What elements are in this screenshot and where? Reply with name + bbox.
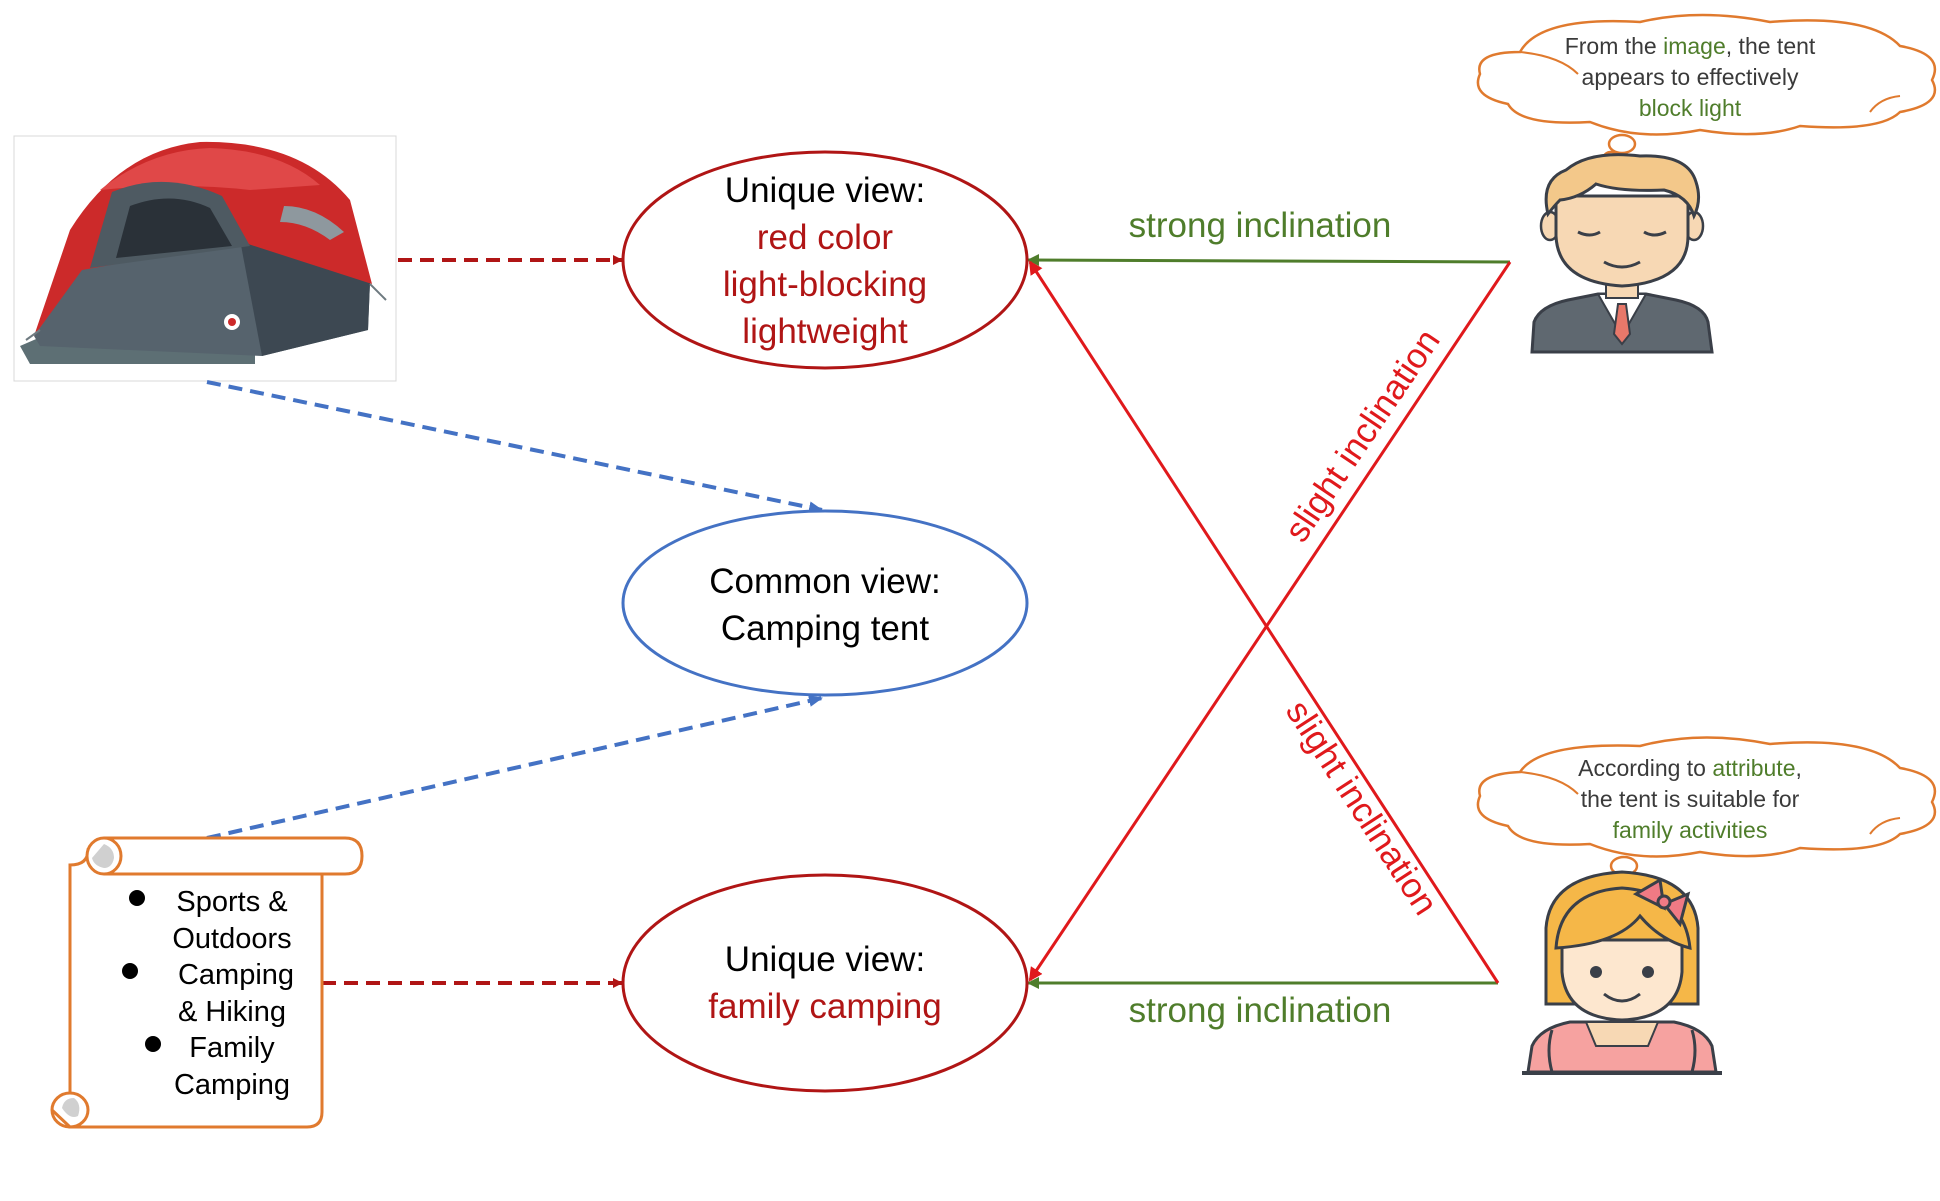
scroll-icon [50,836,364,1129]
attr-item1-b: Outdoors [172,923,291,955]
attribute-to-common-arrow [206,695,823,840]
common-line1: Common view: [709,562,940,601]
bottom-strong-label: strong inclination [1129,991,1392,1030]
common-view-node: Common view: Camping tent [621,509,1029,697]
bullet-2 [122,963,138,979]
attr-item3-a: Family [189,1032,275,1064]
man-thought-cloud: From the image, the tent appears to effe… [1476,13,1937,164]
man-thought-line3: block light [1639,95,1742,121]
unique-bottom-line1: Unique view: [725,940,925,979]
man-thought-line2: appears to effectively [1582,64,1799,90]
slight-up-label: slight inclination [1277,322,1448,549]
man-slight-inclination-arrow [1028,261,1512,982]
unique-top-line3: light-blocking [723,265,927,304]
unique-top-line2: red color [757,218,894,257]
unique-top-line1: Unique view: [725,171,925,210]
unique-view-bottom-node: Unique view: family camping [621,873,1029,1093]
unique-view-top-node: Unique view: red color light-blocking li… [621,150,1029,370]
woman-thought-line3: family activities [1613,817,1768,843]
bullet-3 [145,1036,161,1052]
woman-slight-inclination-arrow [1028,260,1500,984]
woman-thought-line1: According to attribute, [1578,755,1802,781]
woman-thought-cloud: According to attribute, the tent is suit… [1476,736,1937,886]
woman-avatar-icon [1522,870,1722,1075]
image-to-common-arrow [206,380,823,514]
woman-thought-line2: the tent is suitable for [1581,786,1800,812]
man-thought-line1: From the image, the tent [1565,33,1816,59]
man-avatar-icon [1530,153,1714,354]
unique-bottom-line2: family camping [708,987,941,1026]
attr-item3-b: Camping [174,1069,290,1101]
attr-item2-a: Camping [178,959,294,991]
unique-top-line4: lightweight [742,312,908,351]
attr-item2-b: & Hiking [178,996,286,1028]
man-strong-inclination-arrow [1027,254,1511,267]
bullet-1 [129,890,145,906]
top-strong-label: strong inclination [1129,206,1392,245]
attribute-list: Sports & Outdoors Camping & Hiking Famil… [122,886,294,1101]
attr-item1-a: Sports & [176,886,287,918]
common-line2: Camping tent [721,609,929,648]
tent-photo [13,135,397,382]
slight-down-label: slight inclination [1278,694,1445,922]
